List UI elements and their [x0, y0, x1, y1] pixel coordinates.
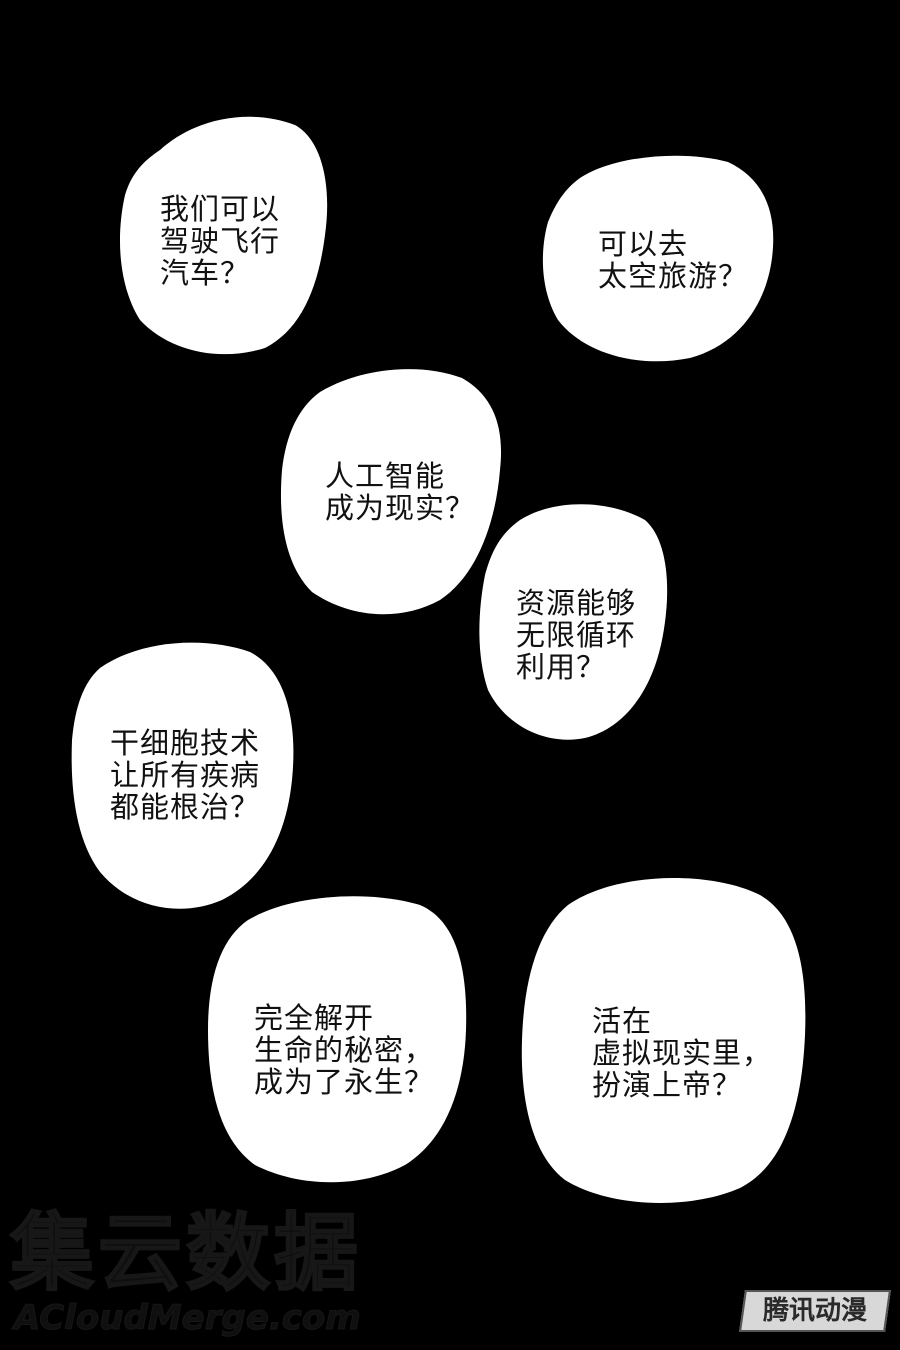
bubble-line: 利用？ [516, 650, 607, 684]
bubble-text-flying-cars: 我们可以 驾驶飞行 汽车？ [160, 193, 280, 289]
publisher-badge: 腾讯动漫 [739, 1290, 891, 1332]
speech-bubble-stem-cell [71, 642, 294, 909]
bubble-line: 生命的秘密， [254, 1033, 435, 1067]
speech-bubble-eternal-life [208, 896, 467, 1183]
bubble-text-virtual-reality: 活在 虚拟现实里， 扮演上帝？ [592, 1005, 772, 1101]
bubble-line: 成为现实？ [325, 491, 476, 525]
speech-bubble-flying-cars [119, 116, 328, 355]
bubble-line: 资源能够 [516, 586, 637, 620]
bubble-line: 虚拟现实里， [592, 1036, 773, 1070]
bubble-line: 太空旅游？ [598, 259, 749, 293]
bubble-text-space-travel: 可以去 太空旅游？ [598, 228, 748, 292]
watermark-url: ACloudMerge.com [14, 1298, 362, 1339]
bubble-text-eternal-life: 完全解开 生命的秘密， 成为了永生？ [254, 1002, 434, 1098]
bubble-line: 扮演上帝？ [592, 1068, 743, 1102]
bubble-line: 让所有疾病 [110, 758, 261, 792]
bubble-line: 干细胞技术 [110, 726, 261, 760]
bubble-line: 汽车？ [160, 256, 251, 290]
bubble-line: 我们可以 [160, 192, 281, 226]
bubble-line: 驾驶飞行 [160, 224, 281, 258]
bubble-line: 活在 [592, 1004, 653, 1038]
speech-bubble-space-travel [542, 155, 774, 362]
bubble-text-ai-reality: 人工智能 成为现实？ [325, 460, 475, 524]
bubble-text-resources: 资源能够 无限循环 利用？ [516, 587, 636, 683]
speech-bubble-virtual-reality [521, 878, 806, 1203]
bubble-line: 人工智能 [325, 459, 446, 493]
speech-bubble-ai-reality [280, 369, 502, 615]
watermark-logo: 集云数据 ACloudMerge.com [9, 1204, 390, 1339]
speech-bubble-resources [479, 504, 668, 740]
bubble-line: 可以去 [598, 227, 689, 261]
bubble-text-stem-cell: 干细胞技术 让所有疾病 都能根治？ [110, 727, 260, 823]
publisher-badge-label: 腾讯动漫 [762, 1296, 867, 1326]
bubble-line: 无限循环 [516, 618, 637, 652]
bubble-line: 完全解开 [254, 1001, 375, 1035]
watermark-title: 集云数据 [9, 1204, 363, 1302]
bubble-line: 都能根治？ [110, 790, 261, 824]
bubble-line: 成为了永生？ [254, 1065, 435, 1099]
